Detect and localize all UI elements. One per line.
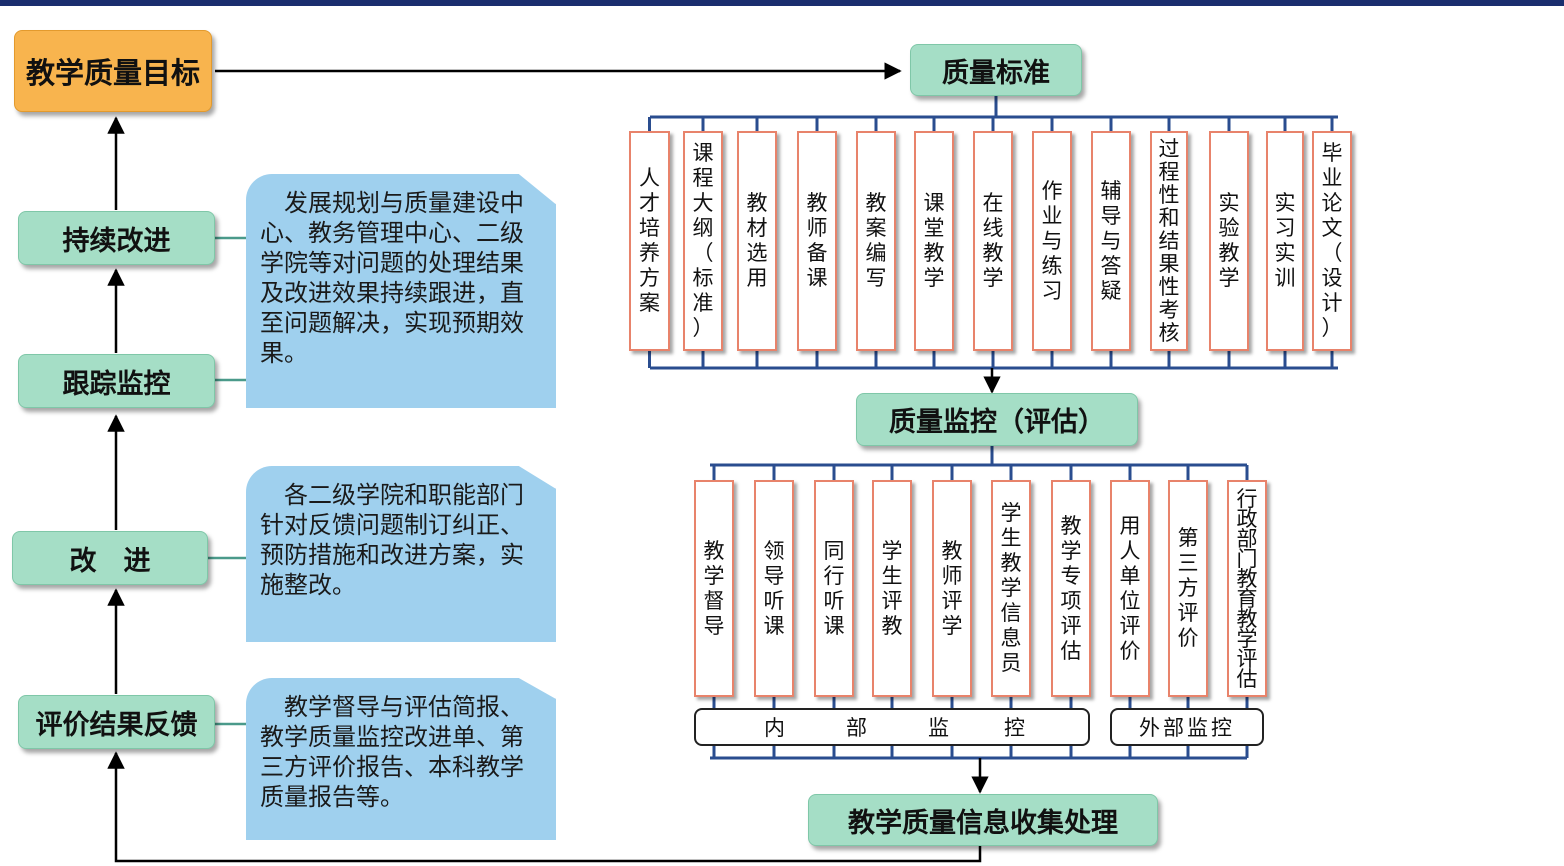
monitor-item-10: 行政部门教育教学评估: [1227, 480, 1267, 697]
standard-item-12-label: 实习实训: [1274, 191, 1296, 290]
monitor-item-7-label: 教学专项评估: [1060, 513, 1082, 663]
standard-item-13-label: 毕业论文（设计）: [1321, 141, 1343, 340]
quality-monitoring-box: 质量监控（评估）: [856, 393, 1138, 446]
standard-item-7: 在线教学: [973, 131, 1013, 351]
standard-item-11: 实验教学: [1209, 131, 1249, 351]
continuous-improvement-box: 持续改进: [18, 211, 215, 265]
standard-item-2-label: 课程大纲（标准）: [692, 141, 714, 340]
standard-item-1: 人才培养方案: [629, 131, 670, 351]
monitor-item-4: 学生评教: [872, 480, 912, 697]
feedback-note: 教学督导与评估简报、教学质量监控改进单、第三方评价报告、本科教学质量报告等。: [246, 678, 556, 840]
monitor-item-6-label: 学生教学信息员: [1000, 501, 1022, 675]
monitor-item-1: 教学督导: [694, 480, 734, 697]
standard-item-5-label: 教案编写: [865, 191, 887, 290]
quality-standard-box: 质量标准: [910, 44, 1082, 96]
external-monitoring-pill: 外部监控: [1110, 708, 1264, 746]
standard-item-1-label: 人才培养方案: [639, 166, 660, 315]
standard-item-6-label: 课堂教学: [923, 191, 945, 290]
standard-item-6: 课堂教学: [914, 131, 954, 351]
standard-item-13: 毕业论文（设计）: [1312, 131, 1352, 351]
internal-monitoring-pill: 内 部 监 控: [694, 708, 1090, 746]
monitor-item-5-label: 教师评学: [941, 538, 963, 638]
monitor-item-9: 第三方评价: [1168, 480, 1208, 697]
standard-item-9: 辅导与答疑: [1091, 131, 1131, 351]
monitor-item-2-label: 领导听课: [763, 538, 785, 638]
internal-char-3: 监: [928, 716, 949, 740]
continuous-improvement-note: 发展规划与质量建设中心、教务管理中心、二级学院等对问题的处理结果及改进效果持续跟…: [246, 174, 556, 408]
standard-item-10-label: 过程性和结果性考核: [1158, 136, 1180, 345]
monitor-item-9-label: 第三方评价: [1177, 526, 1199, 650]
monitor-item-5: 教师评学: [932, 480, 972, 697]
standard-item-8: 作业与练习: [1032, 131, 1072, 351]
standard-item-3-label: 教材选用: [746, 191, 768, 290]
standard-item-5: 教案编写: [856, 131, 896, 351]
standard-item-7-label: 在线教学: [982, 191, 1004, 290]
internal-char-4: 控: [1004, 716, 1025, 740]
monitor-item-8: 用人单位评价: [1110, 480, 1150, 697]
improvement-note: 各二级学院和职能部门针对反馈问题制订纠正、预防措施和改进方案，实施整改。: [246, 466, 556, 642]
monitor-item-2: 领导听课: [754, 480, 794, 697]
standard-item-4: 教师备课: [797, 131, 837, 351]
monitor-item-6: 学生教学信息员: [991, 480, 1031, 697]
teaching-quality-goal-box: 教学质量目标: [14, 30, 212, 112]
standard-item-3: 教材选用: [737, 131, 777, 351]
standard-item-12: 实习实训: [1266, 131, 1304, 351]
info-collection-box: 教学质量信息收集处理: [808, 794, 1158, 846]
monitor-item-4-label: 学生评教: [881, 538, 903, 638]
top-accent-bar: [0, 0, 1564, 6]
monitor-item-3-label: 同行听课: [823, 538, 845, 638]
standard-item-8-label: 作业与练习: [1041, 178, 1063, 303]
monitor-item-8-label: 用人单位评价: [1119, 513, 1141, 663]
improvement-box: 改 进: [12, 531, 208, 585]
standard-item-9-label: 辅导与答疑: [1100, 178, 1122, 303]
standard-item-10: 过程性和结果性考核: [1150, 131, 1188, 351]
monitor-item-1-label: 教学督导: [703, 538, 725, 638]
evaluation-feedback-box: 评价结果反馈: [18, 695, 215, 749]
monitor-item-7: 教学专项评估: [1051, 480, 1091, 697]
monitor-item-10-label: 行政部门教育教学评估: [1236, 486, 1258, 691]
tracking-monitoring-box: 跟踪监控: [18, 354, 215, 408]
standard-item-2: 课程大纲（标准）: [683, 131, 723, 351]
standard-item-11-label: 实验教学: [1218, 191, 1240, 290]
monitor-item-3: 同行听课: [814, 480, 854, 697]
internal-char-2: 部: [846, 716, 867, 740]
standard-item-4-label: 教师备课: [806, 191, 828, 290]
internal-char-1: 内: [764, 716, 785, 740]
